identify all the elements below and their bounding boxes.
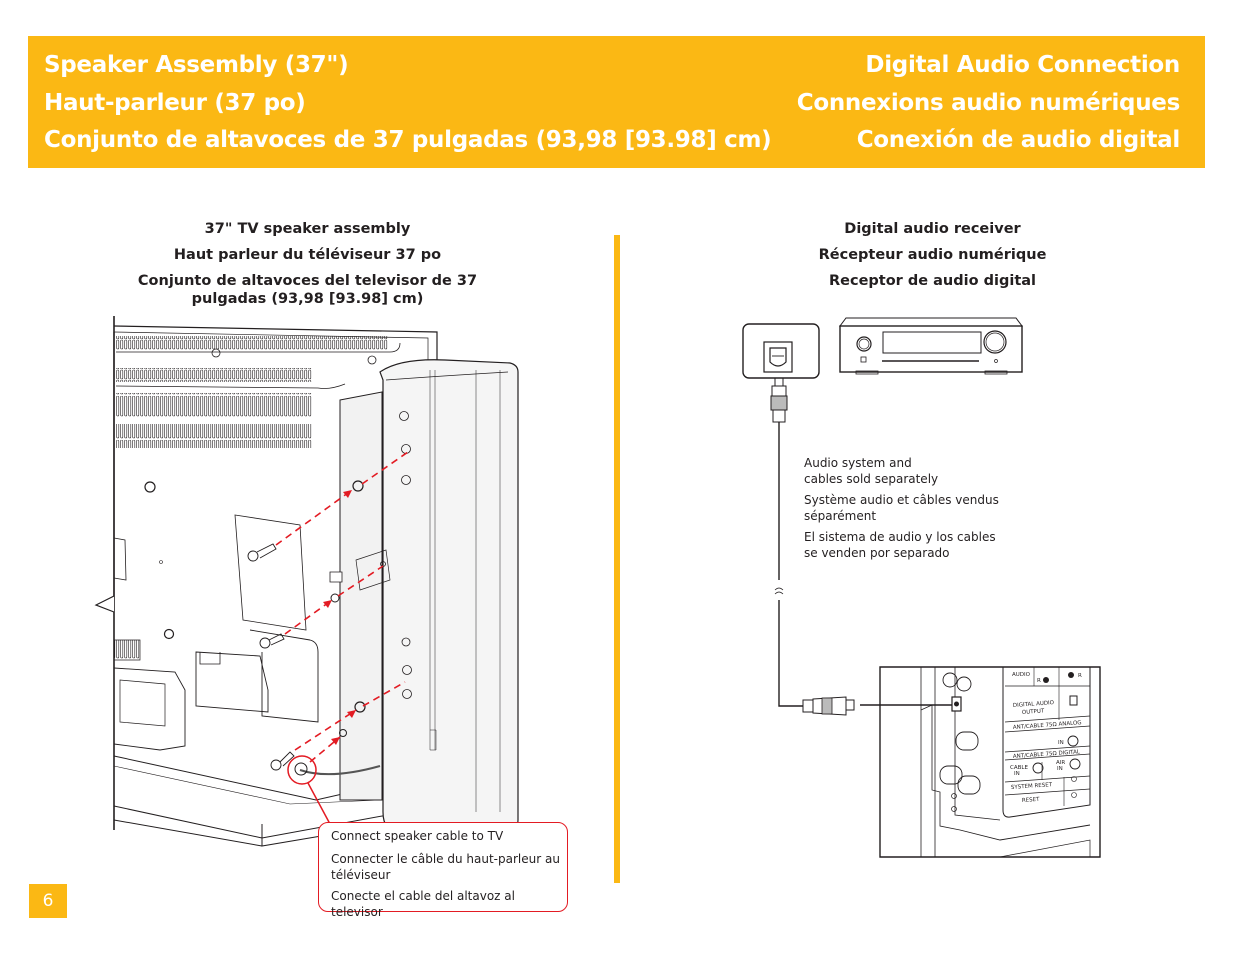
receiver-illustration <box>742 317 1101 858</box>
tv-speaker-illustration <box>94 316 519 847</box>
note-es: El sistema de audio y los cables se vend… <box>804 530 996 560</box>
section-divider <box>614 235 620 883</box>
title-digital-audio-en: Digital Audio Connection <box>865 52 1180 78</box>
title-banner: Speaker Assembly (37") Haut-parleur (37 … <box>28 36 1205 168</box>
label-ant-cable-analog: ANT/CABLE 75Ω ANALOG <box>1013 720 1082 731</box>
note-en: Audio system and cables sold separately <box>804 456 939 486</box>
label-air-in: IN <box>1057 766 1063 772</box>
caption-line-fr: Haut parleur du téléviseur 37 po <box>173 247 442 263</box>
label-air: AIR <box>1056 760 1065 766</box>
title-speaker-assembly-en: Speaker Assembly (37") <box>44 52 349 78</box>
assembly-guide-arrows <box>275 451 409 763</box>
speaker-assembly-caption: 37" TV speaker assembly Haut parleur du … <box>120 216 495 308</box>
title-speaker-assembly-es: Conjunto de altavoces de 37 pulgadas (93… <box>44 127 772 153</box>
label-in: IN <box>1058 740 1064 746</box>
caption-line-en: Digital audio receiver <box>844 221 1021 237</box>
caption-line-es: Receptor de audio digital <box>828 273 1036 289</box>
label-r-1: R <box>1037 678 1041 684</box>
callout-fr: Connecter le câble du haut-parleur au té… <box>331 852 560 882</box>
caption-line-en: 37" TV speaker assembly <box>204 221 411 237</box>
caption-line-es-cont: pulgadas (93,98 [93.98] cm) <box>191 291 424 307</box>
label-cable-in: IN <box>1014 771 1020 777</box>
label-cable: CABLE <box>1010 765 1028 771</box>
tv-panel-labels: AUDIO R R DIGITAL AUDIO OUTPUT ANT/CABLE… <box>1010 672 1082 804</box>
callout-leader <box>287 755 331 825</box>
caption-line-fr: Récepteur audio numérique <box>818 247 1047 263</box>
label-audio: AUDIO <box>1012 672 1031 678</box>
sold-separately-note: Audio system and cables sold separately … <box>804 456 999 567</box>
label-output: OUTPUT <box>1022 708 1045 716</box>
label-reset: RESET <box>1022 797 1041 804</box>
note-fr: Système audio et câbles vendus séparémen… <box>804 493 999 523</box>
title-speaker-assembly-fr: Haut-parleur (37 po) <box>44 90 306 116</box>
label-r-2: R <box>1078 673 1082 679</box>
arrowheads <box>323 490 356 745</box>
callout-es: Conecte el cable del altavoz al televiso… <box>331 889 515 919</box>
label-system-reset: SYSTEM RESET <box>1011 782 1053 791</box>
label-digital-audio: DIGITAL AUDIO <box>1013 700 1055 709</box>
title-digital-audio-fr: Connexions audio numériques <box>796 90 1181 116</box>
receiver-caption: Digital audio receiver Récepteur audio n… <box>790 216 1075 294</box>
callout-en: Connect speaker cable to TV <box>331 829 504 843</box>
page-number: 6 <box>29 884 67 918</box>
caption-line-es: Conjunto de altavoces del televisor de 3… <box>137 273 478 289</box>
label-ant-cable-digital: ANT/CABLE 75Ω DIGITAL <box>1013 749 1081 760</box>
connect-cable-callout: Connect speaker cable to TV Connecter le… <box>318 822 568 919</box>
title-digital-audio-es: Conexión de audio digital <box>856 127 1181 153</box>
